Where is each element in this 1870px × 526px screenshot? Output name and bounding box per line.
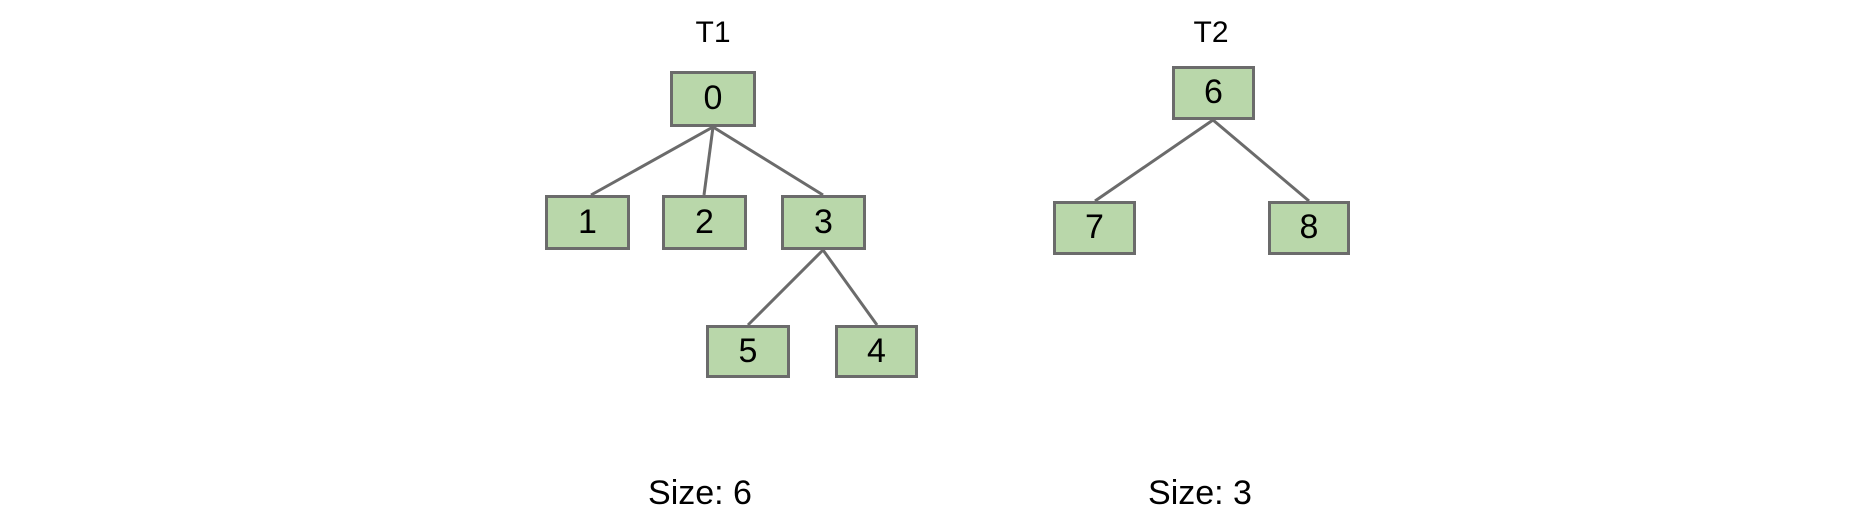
tree-node-label: 7 [1085, 208, 1104, 246]
tree-node[interactable]: 4 [835, 325, 918, 378]
tree-node-label: 5 [738, 331, 758, 370]
tree-edge [746, 248, 825, 327]
tree-size-label-t2: Size: 3 [1148, 474, 1252, 512]
tree-node[interactable]: 8 [1268, 201, 1350, 255]
tree-node[interactable]: 5 [706, 325, 790, 378]
tree-node-label: 3 [814, 202, 833, 241]
tree-node[interactable]: 2 [662, 195, 747, 250]
tree-size-label-t1: Size: 6 [648, 474, 752, 512]
tree-title-t2: T2 [1193, 16, 1229, 49]
tree-edge [590, 125, 714, 197]
tree-node-label: 8 [1299, 208, 1319, 246]
tree-node[interactable]: 3 [781, 195, 866, 250]
tree-edge [712, 125, 824, 197]
tree-edge [1094, 118, 1214, 203]
tree-edge [821, 249, 879, 326]
tree-node-label: 4 [867, 331, 886, 370]
tree-edge [702, 126, 715, 196]
tree-node-label: 2 [695, 202, 714, 241]
tree-node[interactable]: 0 [670, 71, 756, 127]
tree-title-t1: T1 [695, 16, 731, 49]
tree-edge [1212, 118, 1310, 203]
tree-node[interactable]: 7 [1053, 201, 1136, 255]
tree-node-label: 0 [703, 79, 723, 117]
tree-node[interactable]: 1 [545, 195, 630, 250]
tree-node-label: 6 [1204, 73, 1223, 111]
tree-node-label: 1 [578, 202, 597, 241]
tree-node[interactable]: 6 [1172, 66, 1255, 120]
